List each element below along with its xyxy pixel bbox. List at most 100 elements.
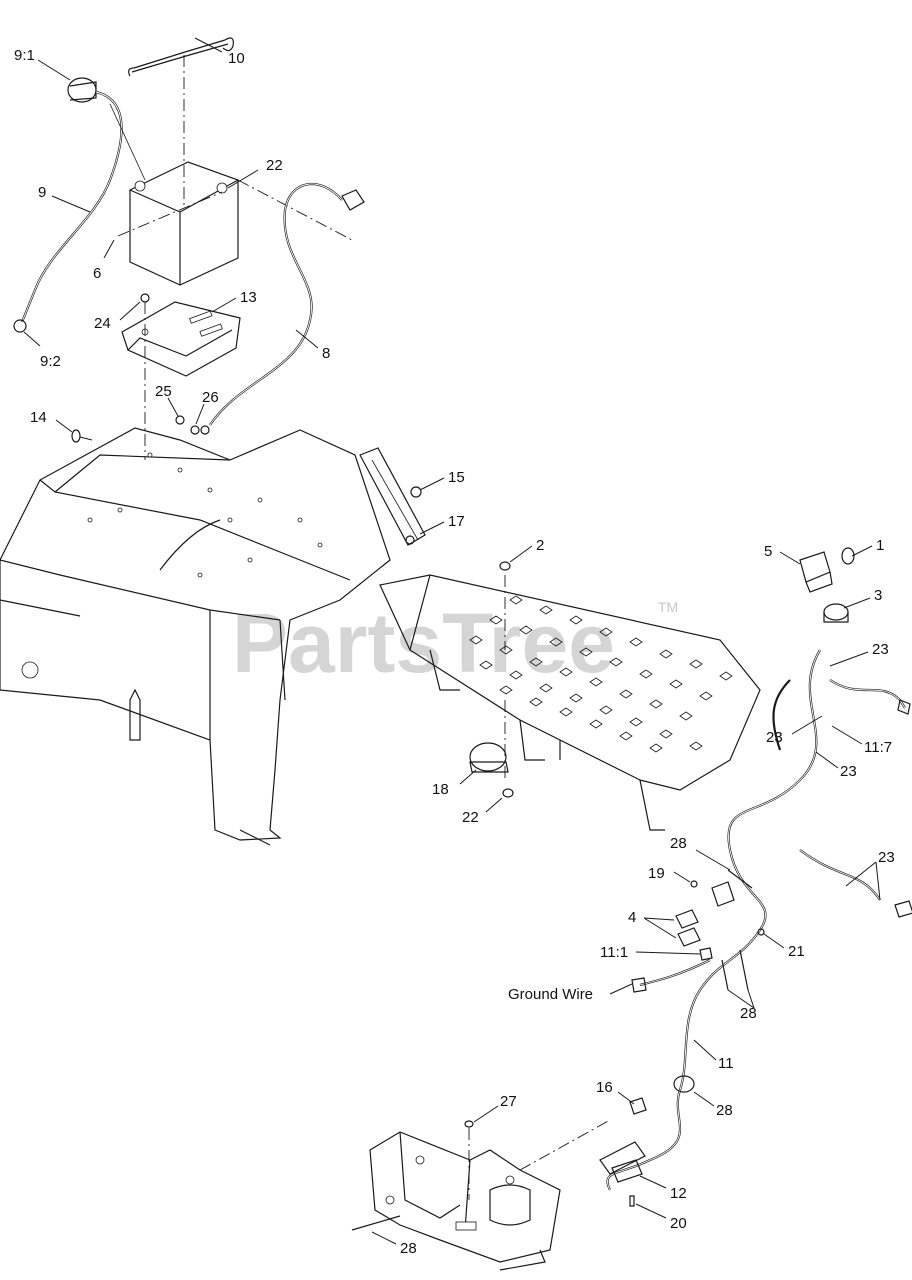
leader-6 <box>103 239 115 259</box>
leader-21 <box>763 933 785 949</box>
callout-3: 3 <box>874 587 882 604</box>
leader-28-d <box>371 1231 397 1245</box>
leader-24 <box>119 301 141 321</box>
part-battery-cable-9 <box>13 77 146 333</box>
part-screw-27 <box>464 1120 474 1200</box>
callout-9: 9 <box>38 184 46 201</box>
part-switch-cap-1 <box>841 547 855 565</box>
watermark-text: PartsTree <box>232 596 615 690</box>
leader-22-top <box>227 169 259 189</box>
leader-9-2 <box>23 331 41 347</box>
callout-16: 16 <box>596 1079 613 1096</box>
leader-22-bottom <box>485 797 503 813</box>
callout-17: 17 <box>448 513 465 530</box>
callout-4: 4 <box>628 909 636 926</box>
part-bottom-bracket <box>369 1119 611 1271</box>
callout-21: 21 <box>788 943 805 960</box>
leader-13 <box>211 297 237 313</box>
part-bolts-25-26 <box>175 415 200 435</box>
watermark: PartsTree TM <box>232 596 678 690</box>
leader-23-a <box>829 651 869 667</box>
callout-ground-wire: Ground Wire <box>508 986 593 1003</box>
callout-24: 24 <box>94 315 111 332</box>
callout-9-2: 9:2 <box>40 353 61 370</box>
leader-4-2 <box>643 917 677 939</box>
callout-8: 8 <box>322 345 330 362</box>
callout-12: 12 <box>670 1185 687 1202</box>
part-switch-5 <box>799 551 833 593</box>
leader-ground-wire <box>609 983 633 995</box>
part-battery-cable-8 <box>200 182 365 435</box>
leader-15 <box>419 477 445 491</box>
part-relay-4 <box>675 881 735 947</box>
part-chassis-frame <box>0 427 391 846</box>
leader-28-b-1 <box>727 989 755 1009</box>
part-screw-20 <box>629 1195 635 1207</box>
leader-28-b-2 <box>747 989 755 1009</box>
part-switch-12 <box>611 1159 643 1183</box>
leader-25 <box>167 397 179 417</box>
callout-11-7: 11:7 <box>864 739 892 756</box>
part-wiring-harness <box>599 649 912 1191</box>
callout-2: 2 <box>536 537 544 554</box>
leader-9-1 <box>37 59 71 81</box>
leader-3 <box>843 597 871 609</box>
callout-23-a: 23 <box>872 641 889 658</box>
callout-28-b: 28 <box>740 1005 757 1022</box>
part-bolt-2 <box>499 561 511 571</box>
part-cable-tie-28 <box>351 869 753 1231</box>
callout-15: 15 <box>448 469 465 486</box>
leader-8 <box>295 329 319 349</box>
callout-18: 18 <box>432 781 449 798</box>
leader-11 <box>693 1039 717 1061</box>
leader-9 <box>51 195 91 213</box>
platform-perforations <box>469 595 733 753</box>
leader-23-d-2 <box>875 861 881 901</box>
callout-6: 6 <box>93 265 101 282</box>
callout-22-top: 22 <box>266 157 283 174</box>
part-fastener-19 <box>690 880 698 888</box>
part-bracket-17 <box>359 447 426 546</box>
part-battery <box>117 161 353 286</box>
leader-10 <box>194 37 223 53</box>
callout-13: 13 <box>240 289 257 306</box>
callout-28-d: 28 <box>400 1240 417 1257</box>
leader-23-d-1 <box>845 861 877 887</box>
leader-lines <box>23 37 881 1245</box>
callout-11-1: 11:1 <box>600 944 628 961</box>
leader-20 <box>635 1203 667 1219</box>
leader-17 <box>419 521 445 535</box>
leader-11-1 <box>635 951 701 955</box>
callout-28-c: 28 <box>716 1102 733 1119</box>
leader-11-7 <box>831 725 863 745</box>
callout-20: 20 <box>670 1215 687 1232</box>
part-fastener-21 <box>757 928 765 936</box>
part-connector-11-1 <box>699 947 713 961</box>
leader-5 <box>779 551 801 565</box>
callout-19: 19 <box>648 865 665 882</box>
part-switch-16 <box>629 1097 647 1115</box>
leader-16 <box>617 1091 635 1105</box>
callout-labels: 9:1 10 9 22 6 24 13 9:2 8 25 26 14 15 17… <box>14 47 895 1257</box>
part-hold-down-rod <box>128 37 234 205</box>
callout-26: 26 <box>202 389 219 406</box>
leader-14 <box>55 419 73 433</box>
callout-27: 27 <box>500 1093 517 1110</box>
callout-1: 1 <box>876 537 884 554</box>
callout-5: 5 <box>764 543 772 560</box>
callout-25: 25 <box>155 383 172 400</box>
callout-23-c: 23 <box>840 763 857 780</box>
part-switch-18 <box>469 742 514 798</box>
callout-23-b: 23 <box>766 729 783 746</box>
part-battery-tray <box>121 293 241 460</box>
leader-2 <box>509 545 533 563</box>
leader-23-b <box>791 715 823 735</box>
callout-14: 14 <box>30 409 47 426</box>
callout-10: 10 <box>228 50 245 67</box>
part-fastener-14 <box>71 429 93 443</box>
callout-9-1: 9:1 <box>14 47 35 64</box>
leader-23-c <box>815 751 839 769</box>
leader-12 <box>639 1175 667 1189</box>
